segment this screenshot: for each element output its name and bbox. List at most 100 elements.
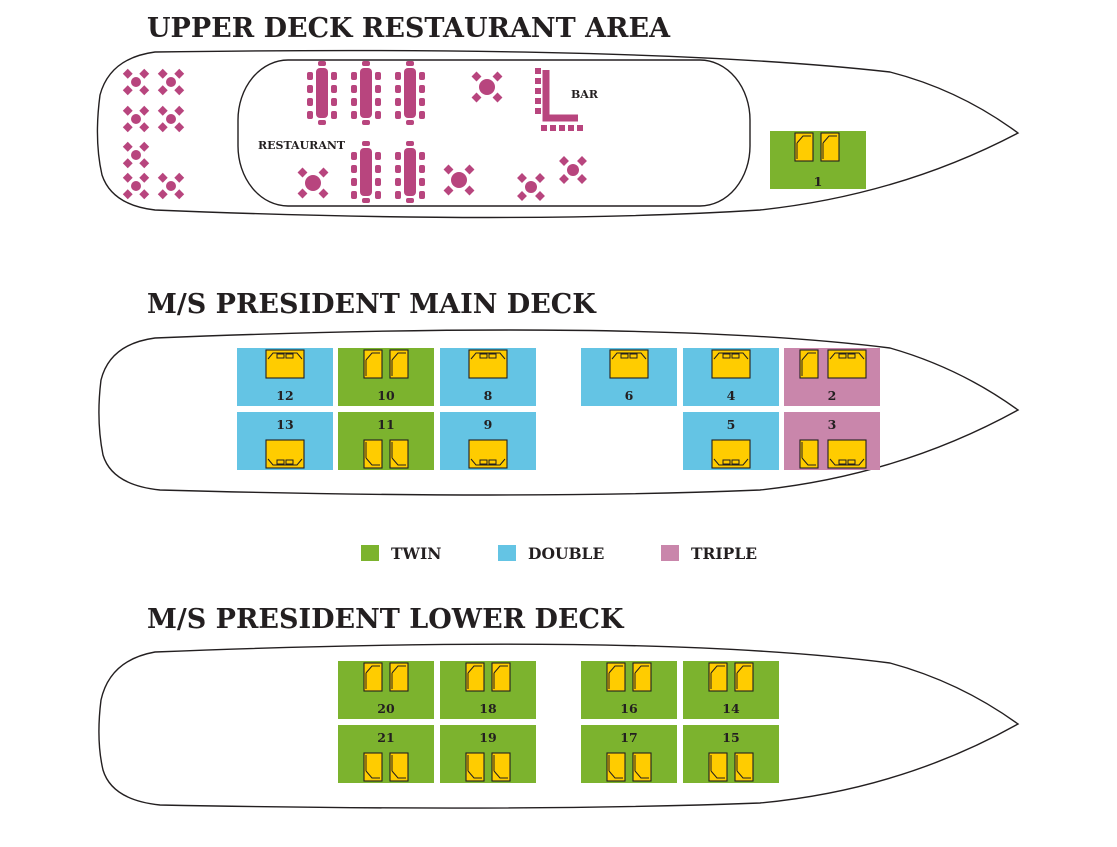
legend-label: TWIN bbox=[391, 544, 441, 563]
cabin-10[interactable]: 10 bbox=[338, 348, 434, 406]
cabin-fill bbox=[440, 661, 536, 719]
cabin-number: 12 bbox=[276, 388, 293, 403]
single-bed-icon bbox=[794, 132, 814, 162]
long-table-icon bbox=[395, 141, 425, 203]
cabin-number: 13 bbox=[276, 417, 293, 432]
cabin-number: 21 bbox=[377, 730, 394, 745]
single-bed-icon bbox=[363, 752, 383, 782]
restaurant-furniture bbox=[122, 61, 587, 203]
cabin-number: 3 bbox=[828, 417, 837, 432]
main-deck-cabins: 12 10 8 6 4 2 13 11 9 5 3 bbox=[237, 348, 880, 470]
small-table-icon bbox=[122, 68, 150, 96]
single-bed-icon bbox=[389, 349, 409, 379]
cabin-number: 5 bbox=[727, 417, 736, 432]
cabin-number: 20 bbox=[377, 701, 395, 716]
cabin-number: 18 bbox=[479, 701, 497, 716]
lower-deck-title: M/S PRESIDENT LOWER DECK bbox=[147, 604, 625, 635]
cabin-20[interactable]: 20 bbox=[338, 661, 434, 719]
legend-item-twin: TWIN bbox=[361, 544, 441, 563]
single-bed-icon bbox=[465, 752, 485, 782]
cabin-fill bbox=[338, 412, 434, 470]
cabin-9[interactable]: 9 bbox=[440, 412, 536, 470]
main-deck-title: M/S PRESIDENT MAIN DECK bbox=[147, 289, 597, 320]
single-bed-icon bbox=[389, 752, 409, 782]
cabin-8[interactable]: 8 bbox=[440, 348, 536, 406]
cabin-18[interactable]: 18 bbox=[440, 661, 536, 719]
single-bed-icon bbox=[799, 439, 819, 469]
cabin-fill bbox=[770, 131, 866, 189]
single-bed-icon bbox=[734, 752, 754, 782]
round-table-icon bbox=[559, 156, 587, 184]
cabin-fill bbox=[581, 661, 677, 719]
cabin-fill bbox=[440, 725, 536, 783]
long-table-icon bbox=[307, 61, 337, 125]
small-table-icon bbox=[157, 105, 185, 133]
cabin-number: 2 bbox=[828, 388, 837, 403]
cabin-number: 14 bbox=[722, 701, 740, 716]
cabin-11[interactable]: 11 bbox=[338, 412, 434, 470]
cabin-fill bbox=[338, 661, 434, 719]
upper-deck: UPPER DECK RESTAURANT AREA RESTAURANT BA… bbox=[96, 13, 1020, 219]
cabin-1[interactable]: 1 bbox=[770, 131, 866, 189]
cabin-5[interactable]: 5 bbox=[683, 412, 779, 470]
single-bed-icon bbox=[632, 662, 652, 692]
cabin-number: 4 bbox=[727, 388, 736, 403]
legend-item-double: DOUBLE bbox=[498, 544, 604, 563]
legend-swatch bbox=[661, 545, 679, 561]
bar-label: BAR bbox=[571, 88, 599, 101]
single-bed-icon bbox=[606, 662, 626, 692]
legend-item-triple: TRIPLE bbox=[661, 544, 757, 563]
cabin-fill bbox=[683, 661, 779, 719]
small-table-icon bbox=[122, 172, 150, 200]
cabin-17[interactable]: 17 bbox=[581, 725, 677, 783]
main-deck-hull bbox=[98, 329, 1020, 496]
cabin-number: 15 bbox=[722, 730, 739, 745]
single-bed-icon bbox=[491, 752, 511, 782]
cabin-15[interactable]: 15 bbox=[683, 725, 779, 783]
cabin-21[interactable]: 21 bbox=[338, 725, 434, 783]
cabin-type-legend: TWIN DOUBLE TRIPLE bbox=[361, 544, 757, 563]
cabin-6[interactable]: 6 bbox=[581, 348, 677, 406]
cabin-number: 19 bbox=[479, 730, 496, 745]
legend-swatch bbox=[361, 545, 379, 561]
cabin-4[interactable]: 4 bbox=[683, 348, 779, 406]
cabin-number: 17 bbox=[620, 730, 637, 745]
single-bed-icon bbox=[491, 662, 511, 692]
cabin-number: 6 bbox=[625, 388, 634, 403]
double-bed-icon bbox=[468, 439, 508, 469]
restaurant-label: RESTAURANT bbox=[258, 139, 346, 152]
round-table-icon bbox=[297, 167, 329, 199]
long-table-icon bbox=[351, 141, 381, 203]
upper-deck-cabins: 1 bbox=[770, 131, 866, 189]
lower-deck-hull bbox=[98, 643, 1020, 809]
cabin-fill bbox=[683, 725, 779, 783]
single-bed-icon bbox=[465, 662, 485, 692]
long-table-icon bbox=[395, 61, 425, 125]
cabin-number: 11 bbox=[377, 417, 394, 432]
lower-deck: M/S PRESIDENT LOWER DECK 20 18 16 14 21 19 17 1… bbox=[98, 604, 1020, 809]
double-bed-icon bbox=[609, 349, 649, 379]
double-bed-icon bbox=[265, 439, 305, 469]
cabin-number: 8 bbox=[484, 388, 493, 403]
cabin-16[interactable]: 16 bbox=[581, 661, 677, 719]
upper-deck-title: UPPER DECK RESTAURANT AREA bbox=[147, 13, 671, 44]
cabin-13[interactable]: 13 bbox=[237, 412, 333, 470]
round-table-icon bbox=[517, 173, 545, 201]
double-bed-icon bbox=[468, 349, 508, 379]
small-table-icon bbox=[122, 105, 150, 133]
single-bed-icon bbox=[632, 752, 652, 782]
legend-label: TRIPLE bbox=[691, 544, 757, 563]
cabin-fill bbox=[338, 725, 434, 783]
cabin-12[interactable]: 12 bbox=[237, 348, 333, 406]
single-bed-icon bbox=[708, 662, 728, 692]
round-table-icon bbox=[443, 164, 475, 196]
cabin-fill bbox=[581, 725, 677, 783]
cabin-3[interactable]: 3 bbox=[784, 412, 880, 470]
cabin-19[interactable]: 19 bbox=[440, 725, 536, 783]
cabin-number: 10 bbox=[377, 388, 395, 403]
small-table-icon bbox=[157, 68, 185, 96]
small-table-icon bbox=[122, 141, 150, 169]
cabin-2[interactable]: 2 bbox=[784, 348, 880, 406]
cabin-14[interactable]: 14 bbox=[683, 661, 779, 719]
